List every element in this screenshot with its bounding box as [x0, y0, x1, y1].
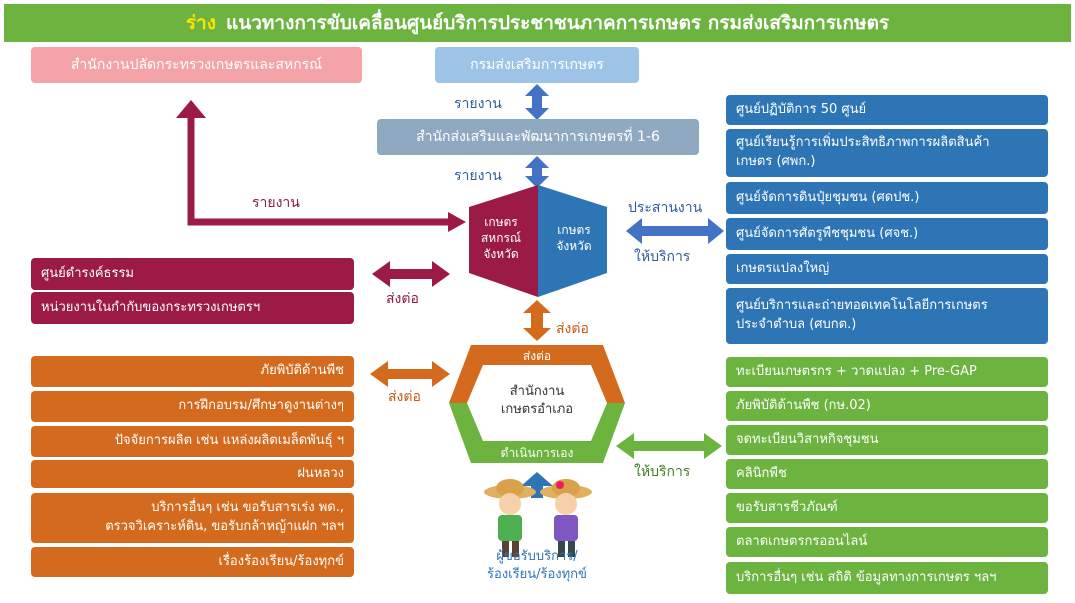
- orange-item-other-services: บริการอื่นๆ เช่น ขอรับสารเร่ง พด.,ตรวจวิ…: [31, 493, 354, 543]
- draft-label: ร่าง: [185, 12, 216, 34]
- report-left-label: รายงาน: [252, 195, 300, 211]
- green-item-plant-clinic: คลินิกพืช: [726, 459, 1048, 489]
- green-item-other-services: บริการอื่นๆ เช่น สถิติ ข้อมูลทางการเกษตร…: [726, 562, 1048, 594]
- district-hexagon: [449, 345, 625, 463]
- orange-item-disaster: ภัยพิบัติด้านพืช: [31, 356, 354, 387]
- green-item-biological: ขอรับสารชีวภัณฑ์: [726, 493, 1048, 523]
- provincial-coop-label: เกษตร สหกรณ์ จังหวัด: [480, 215, 522, 262]
- coordinate-label: ประสานงาน: [628, 200, 703, 216]
- page-title: แนวทางการขับเคลื่อนศูนย์บริการประชาชนภาค…: [226, 12, 890, 34]
- orange-item-complaints: เรื่องร้องเรียน/ร้องทุกข์: [31, 547, 354, 577]
- blue-item-learning-center: ศูนย์เรียนรู้การเพิ่มประสิทธิภาพการผลิตส…: [726, 129, 1048, 177]
- district-top-band: [449, 345, 625, 403]
- district-top-label: ส่งต่อ: [522, 349, 552, 363]
- green-item-registration: ทะเบียนเกษตรกร + วาดแปลง + Pre-GAP: [726, 357, 1048, 387]
- report-up-arrow: [176, 100, 466, 232]
- coordinate-arrow: [626, 218, 724, 244]
- doae-regional-arrow: [525, 84, 549, 120]
- forward-orange-arrow: [370, 361, 450, 387]
- serve-bottom-label: ให้บริการ: [634, 464, 691, 480]
- green-item-disaster-form: ภัยพิบัติด้านพืช (กษ.02): [726, 391, 1048, 421]
- blue-item-ops-center: ศูนย์ปฏิบัติการ 50 ศูนย์: [726, 95, 1048, 125]
- green-item-online-market: ตลาดเกษตรกรออนไลน์: [726, 527, 1048, 557]
- forward-center-label: ส่งต่อ: [556, 321, 589, 337]
- blue-item-large-plots: เกษตรแปลงใหญ่: [726, 254, 1048, 284]
- report-top-label: รายงาน: [454, 96, 502, 112]
- maroon-item-damrongdham: ศูนย์ดำรงค์ธรรม: [31, 258, 354, 290]
- serve-right-label: ให้บริการ: [634, 249, 691, 265]
- orange-item-inputs: ปัจจัยการผลิต เช่น แหล่งผลิตเมล็ดพันธุ์ …: [31, 426, 354, 457]
- district-bottom-label: ดำเนินการเอง: [500, 446, 574, 460]
- forward-orange-label: ส่งต่อ: [388, 389, 421, 405]
- blue-item-pest-center: ศูนย์จัดการศัตรูพืชชุมชน (ศจช.): [726, 218, 1048, 250]
- ops-office-box: สำนักงานปลัดกระทรวงเกษตรและสหกรณ์: [31, 47, 362, 83]
- forward-maroon-arrow: [372, 261, 450, 287]
- report-middle-label: รายงาน: [454, 168, 502, 184]
- regional-office-box: สำนักส่งเสริมและพัฒนาการเกษตรที่ 1-6: [377, 119, 699, 155]
- serve-green-arrow: [616, 433, 722, 459]
- provincial-agri-shape: [538, 185, 607, 297]
- provincial-coop-shape: [469, 185, 538, 297]
- title-bar: ร่าง แนวทางการขับเคลื่อนศูนย์บริการประชา…: [4, 4, 1071, 42]
- service-users-label: ผู้ขอรับบริการ/ ร้องเรียน/ร้องทุกข์: [487, 549, 587, 582]
- maroon-item-ministry-units: หน่วยงานในกำกับของกระทรวงเกษตรฯ: [31, 292, 354, 324]
- provincial-hexagon: [469, 185, 607, 297]
- green-item-enterprise: จดทะเบียนวิสาหกิจชุมชน: [726, 425, 1048, 455]
- farmers-illustration-icon: [484, 479, 592, 557]
- forward-left-label: ส่งต่อ: [386, 291, 419, 307]
- orange-item-royal-rain: ฝนหลวง: [31, 460, 354, 488]
- regional-provincial-arrow: [525, 156, 549, 188]
- provincial-agri-label: เกษตร จังหวัด: [556, 223, 592, 254]
- blue-item-tambon-center: ศูนย์บริการและถ่ายทอดเทคโนโลยีการเกษตรปร…: [726, 288, 1048, 344]
- forward-vertical-arrow: [523, 300, 551, 341]
- district-bottom-band: [449, 403, 625, 463]
- blue-item-soil-center: ศูนย์จัดการดินปุ๋ยชุมชน (ศดปช.): [726, 182, 1048, 214]
- doae-box: กรมส่งเสริมการเกษตร: [435, 47, 639, 83]
- orange-item-training: การฝึกอบรม/ศึกษาดูงานต่างๆ: [31, 391, 354, 422]
- district-office-label: สำนักงาน เกษตรอำเภอ: [500, 384, 574, 418]
